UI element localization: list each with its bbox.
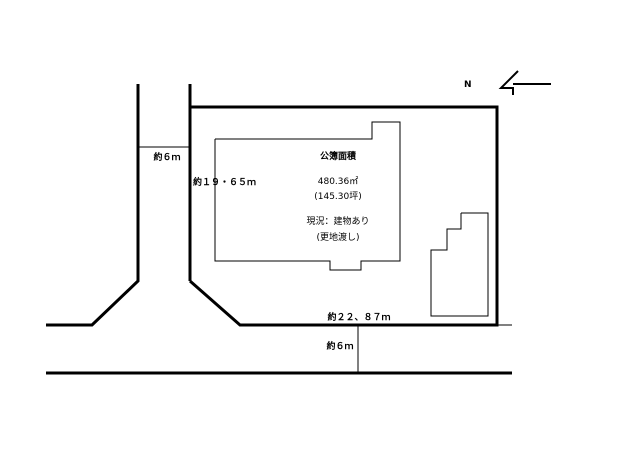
road-bottom-width-label: 約６ｍ [326,340,353,352]
lot-current-status: 現況：建物あり [306,215,369,227]
road-left-west-edge [46,84,140,327]
north-arrow-icon [498,70,551,95]
side-length-left-label: 約１９・６５ｍ [193,176,256,188]
main-building-outline [214,121,401,271]
lot-area-sqm: 480.36㎡ [318,176,359,187]
side-length-bottom-label: 約２２、８７ｍ [327,311,390,323]
lot-delivery-condition: (更地渡し) [316,231,359,243]
lot-area-tsubo: (145.30坪) [314,191,362,202]
annex-building-outline [430,212,489,317]
lot-area-title: 公簿面積 [320,150,357,162]
road-left-width-label: 約６ｍ [153,151,180,163]
north-letter: N [464,80,472,90]
lot-boundary [188,105,499,327]
